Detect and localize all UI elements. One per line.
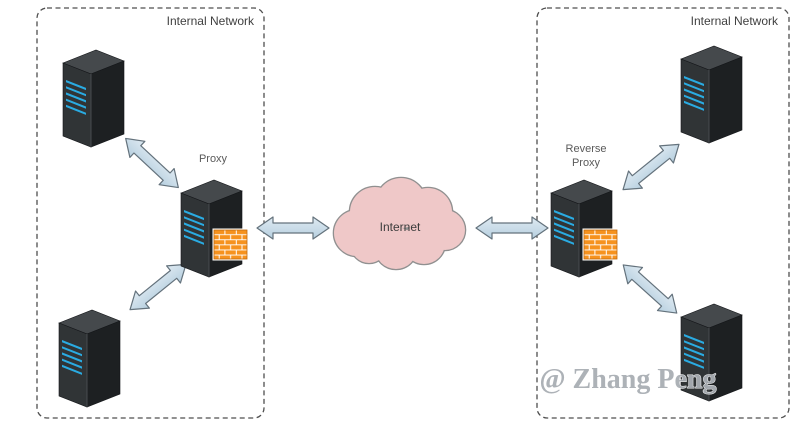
reverse-proxy-label-line2: Proxy (572, 157, 601, 169)
right-internal-network-label: Internal Network (691, 14, 779, 28)
internet-cloud: Internet (332, 176, 467, 271)
left-top-server-icon (62, 49, 125, 148)
left-bottom-server-icon (58, 309, 121, 408)
left-internal-network-label: Internal Network (167, 14, 255, 28)
left-internal-network-boundary (36, 7, 265, 419)
arrow-proxy-to-internet (256, 216, 330, 240)
arrow-reverse-proxy-to-rightbottom-server (615, 256, 685, 322)
arrow-lefttop-server-to-proxy (117, 129, 187, 197)
proxy-label: Proxy (199, 153, 228, 165)
arrow-reverse-proxy-to-righttop-server (615, 135, 687, 199)
reverse-proxy-firewall-icon (582, 228, 619, 261)
watermark: @ Zhang Peng (540, 364, 717, 395)
right-top-server-icon (680, 45, 743, 144)
arrow-internet-to-reverse-proxy (475, 216, 549, 240)
reverse-proxy-label-line1: Reverse (566, 143, 607, 155)
right-internal-network-boundary (536, 7, 790, 419)
proxy-firewall-icon (212, 228, 249, 261)
internet-label: Internet (380, 220, 421, 234)
